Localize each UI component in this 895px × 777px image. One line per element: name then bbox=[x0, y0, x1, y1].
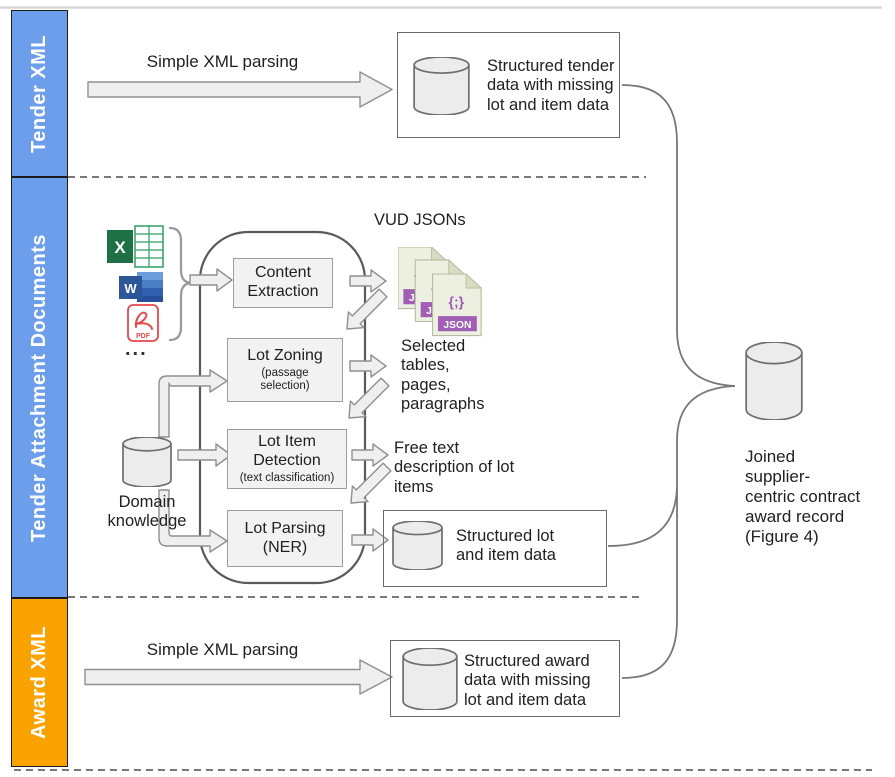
lot-output-box bbox=[383, 510, 607, 587]
vud-jsons-label: VUD JSONs bbox=[374, 211, 466, 229]
selected-to-lot-item-detection-arrow bbox=[348, 377, 390, 419]
content-extraction-box: Content Extraction bbox=[233, 258, 333, 308]
lane-award-xml-label: Award XML bbox=[28, 625, 50, 740]
tender-parsing-arrow-label: Simple XML parsing bbox=[146, 52, 299, 71]
lot-parsing-title: Lot Parsing (NER) bbox=[244, 519, 326, 556]
excel-icon: X bbox=[107, 225, 164, 268]
lot-zoning-box: Lot Zoning (passage selection) bbox=[227, 338, 343, 402]
word-letter: W bbox=[124, 281, 137, 296]
word-icon: W bbox=[119, 272, 163, 302]
award-output-box bbox=[390, 640, 620, 717]
domain-knowledge-db-icon bbox=[122, 437, 172, 487]
documents-brace bbox=[168, 226, 193, 342]
lane-award-xml: Award XML bbox=[11, 598, 68, 767]
domain-knowledge-label: Domain knowledge bbox=[107, 493, 187, 531]
svg-text:JSON: JSON bbox=[443, 320, 471, 331]
flow-arrows bbox=[84, 71, 393, 695]
lane-tender-attachment-documents-label: Tender Attachment Documents bbox=[28, 233, 50, 542]
tender-parsing-arrow bbox=[87, 71, 393, 108]
pdf-swoosh bbox=[134, 311, 153, 330]
joined-record-label: Joined supplier- centric contract award … bbox=[745, 447, 861, 547]
lot-parsing-output-arrow bbox=[351, 528, 389, 552]
award-parsing-arrow-label: Simple XML parsing bbox=[146, 640, 299, 659]
lane-tender-attachment-documents: Tender Attachment Documents bbox=[11, 177, 68, 598]
merge-brace bbox=[607, 84, 736, 679]
free-text-label: Free text description of lot items bbox=[394, 439, 515, 496]
lot-output-text: Structured lot and item data bbox=[456, 527, 556, 565]
lane-tender-xml-label: Tender XML bbox=[28, 34, 50, 153]
award-output-text: Structured award data with missing lot a… bbox=[464, 652, 591, 709]
excel-letter: X bbox=[114, 238, 126, 257]
lane-tender-xml: Tender XML bbox=[11, 10, 68, 177]
domain-to-lot-zoning-arrow bbox=[158, 369, 228, 438]
lot-parsing-box: Lot Parsing (NER) bbox=[227, 510, 343, 567]
lot-item-detection-subtitle: (text classification) bbox=[239, 472, 335, 485]
pdf-icon: PDF bbox=[127, 304, 159, 342]
more-documents-ellipsis: ... bbox=[125, 338, 148, 360]
joined-db-icon bbox=[745, 342, 803, 420]
jsons-to-lot-zoning-arrow bbox=[346, 288, 388, 330]
award-parsing-arrow bbox=[84, 659, 393, 695]
tender-output-box bbox=[397, 32, 620, 138]
json-files-icon: {;} JSON {;} JSON {;} JSON bbox=[398, 247, 483, 337]
free-text-to-lot-parsing-arrow bbox=[350, 462, 392, 504]
domain-to-lot-item-detection-arrow bbox=[177, 443, 232, 467]
lot-item-detection-title: Lot Item Detection bbox=[253, 433, 321, 470]
lot-zoning-subtitle: (passage selection) bbox=[260, 367, 310, 392]
lot-zoning-title: Lot Zoning bbox=[247, 347, 323, 365]
lot-zoning-output-arrow bbox=[349, 354, 387, 378]
domain-to-lot-parsing-arrow bbox=[158, 489, 228, 553]
lot-item-detection-box: Lot Item Detection (text classification) bbox=[227, 429, 347, 489]
svg-text:{;}: {;} bbox=[449, 293, 465, 309]
lot-item-detection-output-arrow bbox=[351, 443, 389, 467]
tender-output-text: Structured tender data with missing lot … bbox=[487, 57, 615, 114]
documents-to-content-extraction-arrow bbox=[189, 268, 233, 292]
content-extraction-output-arrow bbox=[349, 269, 387, 293]
json-file-front: {;} JSON bbox=[432, 273, 483, 337]
content-extraction-title: Content Extraction bbox=[247, 264, 319, 300]
selected-passages-label: Selected tables, pages, paragraphs bbox=[401, 337, 485, 414]
pdf-label: PDF bbox=[136, 333, 151, 340]
